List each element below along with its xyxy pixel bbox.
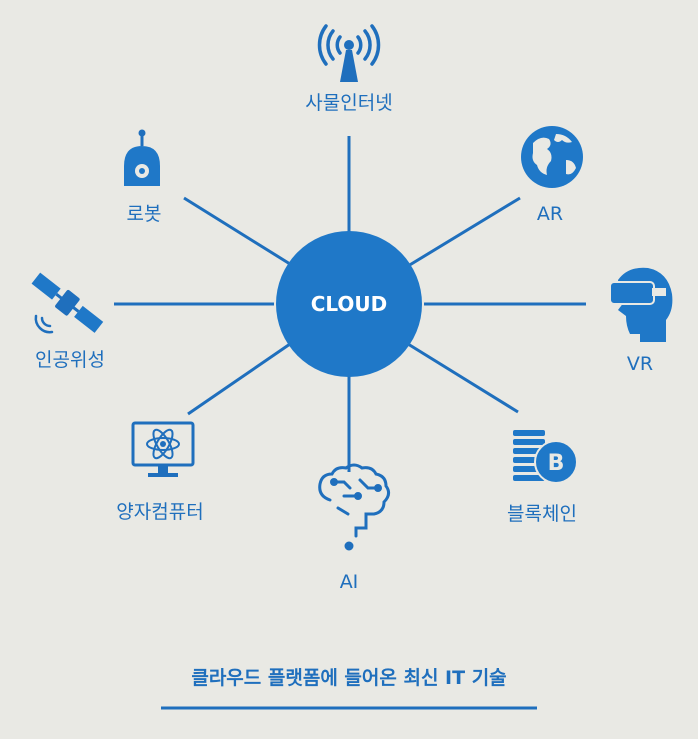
satellite-icon xyxy=(31,272,104,333)
brain-circuit-icon xyxy=(318,463,391,551)
robot-icon xyxy=(124,129,160,186)
spoke-robot xyxy=(183,196,291,266)
spoke-blockchain xyxy=(407,342,519,414)
bitcoin-coins-icon: B xyxy=(513,430,578,484)
cloud-hub: CLOUD xyxy=(276,231,422,377)
node-label-quantum: 양자컴퓨터 xyxy=(116,501,203,523)
svg-text:B: B xyxy=(548,451,565,476)
cloud-circle xyxy=(276,231,422,377)
spoke-quantum xyxy=(187,342,291,416)
node-label-robot: 로봇 xyxy=(127,203,162,225)
antenna-icon xyxy=(317,24,381,82)
vr-headset-icon xyxy=(609,267,673,342)
node-label-vr: VR xyxy=(627,353,653,375)
node-label-blockchain: 블록체인 xyxy=(507,503,577,525)
node-label-ar: AR xyxy=(537,203,563,225)
node-label-iot: 사물인터넷 xyxy=(305,92,392,114)
spoke-ar xyxy=(407,196,521,268)
atom-monitor-icon xyxy=(131,421,195,477)
signal-waves xyxy=(34,314,54,334)
spokes xyxy=(114,136,586,472)
node-label-ai: AI xyxy=(340,571,359,593)
node-label-satellite: 인공위성 xyxy=(35,349,105,371)
diagram-caption: 클라우드 플랫폼에 들어온 최신 IT 기술 xyxy=(191,667,506,689)
globe-icon xyxy=(521,126,583,188)
cloud-label: CLOUD xyxy=(311,292,388,316)
